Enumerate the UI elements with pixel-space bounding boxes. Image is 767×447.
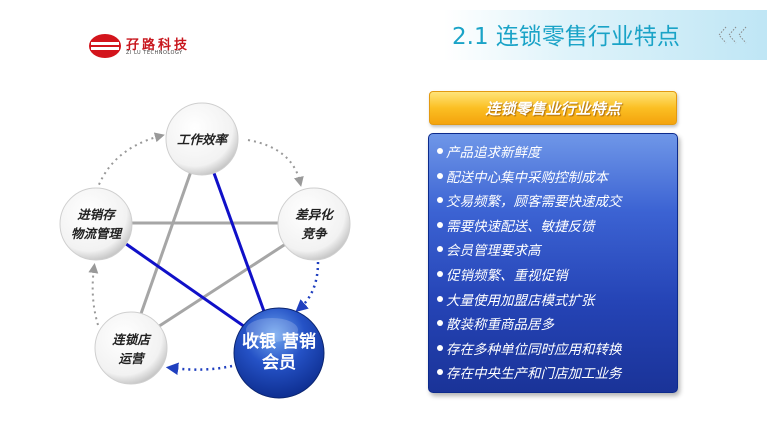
bullet-icon [437, 197, 443, 204]
list-item: 存在多种单位同时应用和转换 [437, 338, 677, 363]
bullet-icon [437, 320, 443, 327]
logo-subtitle: ZI LU TECHNOLOGY [126, 50, 183, 56]
list-item: 产品追求新鲜度 [437, 141, 677, 166]
list-item: 促销频繁、重视促销 [437, 264, 677, 289]
list-item: 需要快速配送、敏捷反馈 [437, 215, 677, 240]
arrow-left-to-top [94, 132, 165, 197]
node-inventory-logistics [59, 187, 133, 261]
panel-header-label: 连锁零售业行业特点 [485, 99, 621, 118]
arrow-center-to-bottomleft [165, 362, 233, 375]
company-logo: 孖路科技 ZI LU TECHNOLOGY [88, 32, 208, 60]
list-item: 配送中心集中采购控制成本 [437, 166, 677, 191]
node-label-chain-store-operation: 连锁店 运营 [112, 332, 150, 366]
title-banner [400, 10, 767, 60]
bullet-icon [437, 172, 443, 179]
node-chain-store-operation [94, 311, 168, 385]
list-item: 会员管理要求高 [437, 239, 677, 264]
relationship-diagram [59, 102, 351, 399]
arrow-top-to-right [247, 139, 304, 187]
bullet-icon [437, 270, 443, 277]
bullet-icon [437, 221, 443, 228]
list-item: 存在中央生产和门店加工业务 [437, 362, 677, 387]
node-center-pos [233, 307, 325, 399]
logo-name: 孖路科技 [126, 38, 191, 53]
chevrons-decoration-icon [718, 26, 747, 44]
node-differentiated-competition [277, 187, 351, 261]
arrow-bottomleft-to-left [88, 263, 99, 326]
node-label-work-efficiency: 工作效率 [176, 132, 227, 147]
logo-emblem-icon [89, 34, 121, 58]
panel-header: 连锁零售业行业特点 [429, 91, 677, 125]
node-label-differentiated-competition: 差异化 竞争 [295, 207, 333, 241]
arrow-right-to-center [295, 261, 320, 313]
node-work-efficiency [165, 102, 239, 176]
list-item: 交易频繁，顾客需要快速成交 [437, 190, 677, 215]
bullet-icon [437, 246, 443, 253]
list-item: 大量使用加盟店模式扩张 [437, 289, 677, 314]
features-panel: 产品追求新鲜度 配送中心集中采购控制成本 交易频繁，顾客需要快速成交 需要快速配… [428, 133, 678, 393]
features-list: 产品追求新鲜度 配送中心集中采购控制成本 交易频繁，顾客需要快速成交 需要快速配… [429, 134, 677, 387]
bullet-icon [437, 148, 443, 154]
bullet-icon [437, 369, 443, 376]
bullet-icon [437, 344, 443, 351]
page-title: 2.1 连锁零售行业特点 [452, 24, 680, 50]
bullet-icon [437, 295, 443, 302]
node-label-inventory-logistics: 进销存 物流管理 [70, 207, 121, 241]
list-item: 散装称重商品居多 [437, 313, 677, 338]
node-label-center: 收银 营销 会员 [242, 332, 316, 373]
link-top-bottomleft [128, 139, 204, 346]
